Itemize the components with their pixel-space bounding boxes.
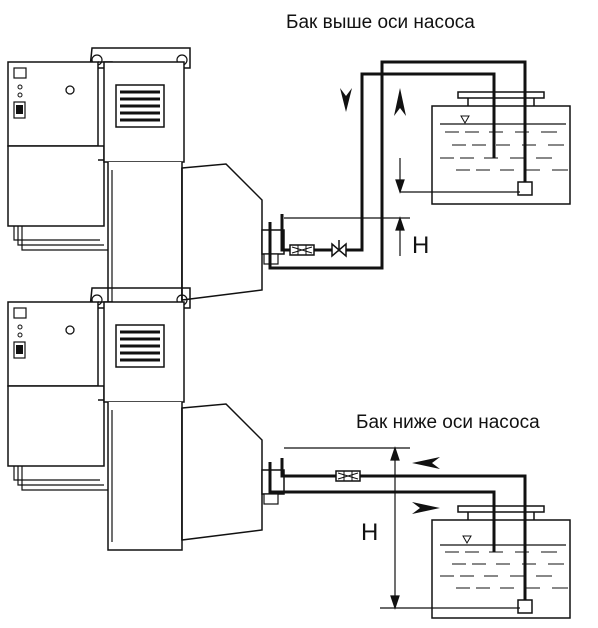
burner-unit-top <box>6 46 286 312</box>
fuel-filter-bottom <box>335 470 361 482</box>
bottom-height-label: H <box>361 519 379 546</box>
fuel-tank-top <box>431 91 571 205</box>
fuel-lines-bottom <box>268 458 527 600</box>
top-height-label: H <box>412 232 430 259</box>
fuel-lines-top <box>268 60 527 270</box>
flow-arrow-down <box>340 88 352 112</box>
height-dimension-bottom <box>284 446 520 610</box>
top-scheme-title: Бак выше оси насоса <box>286 12 475 33</box>
fuel-tank-bottom <box>431 505 571 619</box>
shutoff-valve-top <box>331 240 347 258</box>
fuel-filter-top <box>289 244 315 256</box>
flow-arrow-up <box>394 88 406 116</box>
flow-arrow-left <box>412 457 440 469</box>
height-dimension-top <box>284 158 520 256</box>
flow-arrow-right <box>412 502 440 514</box>
burner-unit-bottom <box>6 286 286 552</box>
bottom-scheme-title: Бак ниже оси насоса <box>356 412 540 433</box>
foot-valve-bottom <box>517 599 533 614</box>
liquid-level-icon <box>462 535 472 545</box>
liquid-level-icon <box>460 115 470 125</box>
foot-valve-top <box>517 181 533 196</box>
